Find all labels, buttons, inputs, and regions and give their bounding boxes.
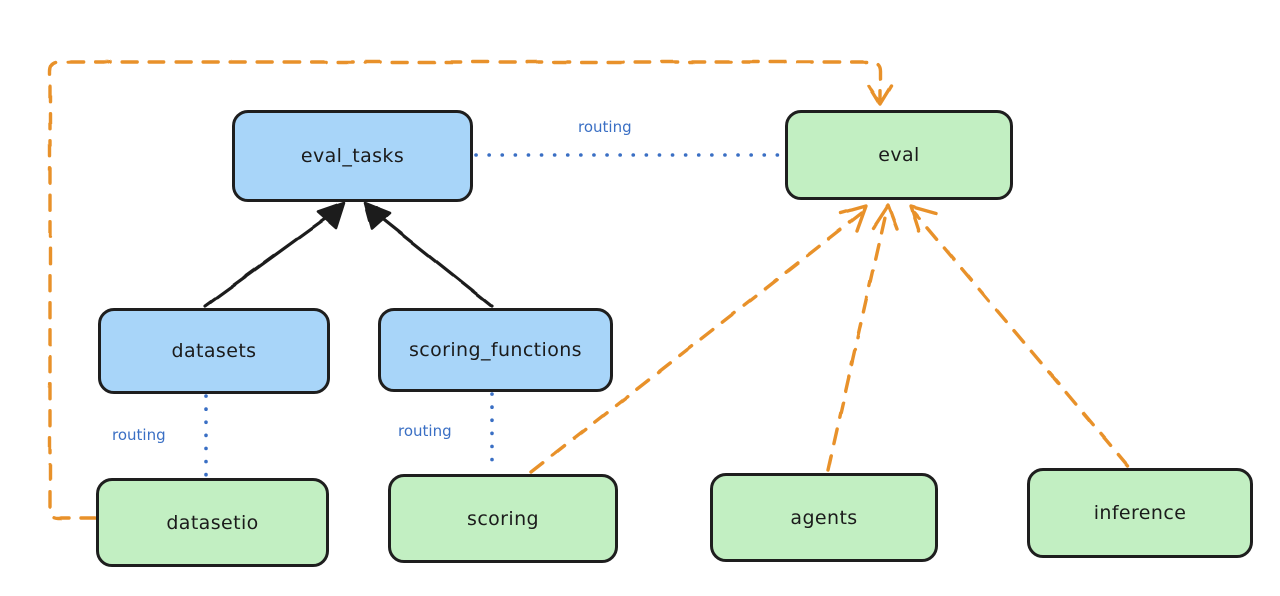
node-eval[interactable]: eval (785, 110, 1013, 200)
node-label-eval: eval (878, 144, 920, 166)
node-label-datasets: datasets (171, 340, 257, 362)
edge-scoring_functions-eval_tasks-arrowhead (363, 201, 392, 231)
edge-datasetio-eval (48, 60, 882, 520)
edge-inference-eval (912, 210, 1130, 468)
edge-label-routing-scoring-functions: routing (398, 422, 452, 440)
edge-scoring-eval (529, 210, 865, 474)
node-label-scoring: scoring (467, 507, 539, 530)
edge-scoring_functions-eval_tasks (366, 205, 494, 308)
node-label-eval-tasks: eval_tasks (300, 145, 405, 167)
edge-label-routing-top: routing (578, 118, 632, 136)
node-inference[interactable]: inference (1027, 468, 1253, 558)
edge-datasets-eval_tasks (203, 205, 343, 308)
edge-scoring-eval-arrowhead (839, 204, 868, 233)
node-scoring-functions[interactable]: scoring_functions (378, 308, 613, 392)
edge-datasets-eval_tasks-arrowhead (316, 201, 346, 230)
node-label-inference: inference (1093, 502, 1187, 524)
node-agents[interactable]: agents (710, 473, 938, 562)
node-eval-tasks[interactable]: eval_tasks (232, 110, 473, 202)
edge-agents-eval (826, 209, 888, 472)
edge-inference-eval-arrowhead (909, 204, 938, 233)
edge-label-routing-datasets: routing (112, 426, 166, 444)
node-datasets[interactable]: datasets (98, 308, 330, 394)
edge-agents-eval-arrowhead (871, 203, 899, 231)
node-label-agents: agents (790, 506, 858, 529)
edge-datasetio-eval-arrowhead (867, 84, 893, 106)
node-label-scoring-functions: scoring_functions (409, 339, 582, 361)
node-scoring[interactable]: scoring (388, 474, 618, 563)
node-label-datasetio: datasetio (166, 511, 259, 534)
node-datasetio[interactable]: datasetio (96, 478, 329, 567)
